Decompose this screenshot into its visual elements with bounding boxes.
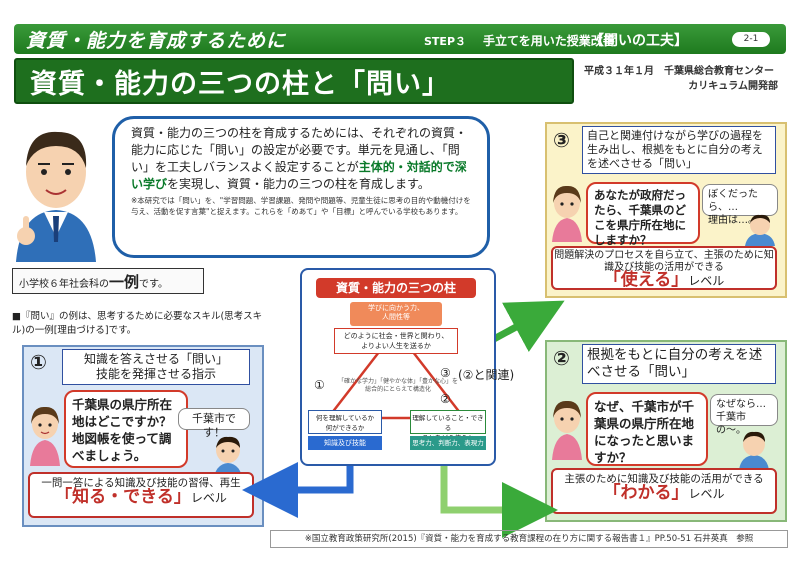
header-step: STEP３ (424, 35, 467, 48)
header-subtitle: 手立てを用いた授業改善 (483, 34, 615, 48)
citation: ※国立教育政策研究所(2015)『資質・能力を育成する教育課程の在り方に関する報… (270, 530, 788, 548)
level-1-number: ① (30, 350, 47, 374)
level-1-bubble: 千葉県の県庁所在地はどこですか？地図帳を使って調べましょう。 (64, 390, 188, 468)
girl-student-3-icon (552, 185, 582, 242)
teacher-icon (16, 131, 96, 262)
arrow-to-level-1 (242, 462, 354, 518)
level-2-level: 主張のために知識及び技能の活用ができる 「わかる」レベル (551, 468, 777, 514)
pillar-title: 資質・能力の三つの柱 (316, 278, 476, 298)
pillar-num-1: ① (314, 378, 325, 392)
level-2-answer: なぜなら… 千葉市の〜。 (710, 394, 778, 436)
level-3-level: 問題解決のプロセスを自ら立て、主張のために知識及び技能の活用ができる 「使える」… (551, 246, 777, 290)
example-bold: 一例 (109, 273, 140, 291)
pillar-right-text: 理解していること・できる ことをどう使うか (410, 410, 486, 442)
example-prefix: 小学校６年社会科の (19, 279, 109, 290)
intro-text-b: を実現し、資質・能力の三つの柱を育成します。 (167, 177, 430, 191)
level-2-level-suffix: レベル (688, 487, 725, 501)
level-1-level-name: 「知る・できる」 (55, 487, 191, 507)
pillar-top-label: 学びに向かう力、 人間性等 (350, 302, 442, 326)
meta-dept: カリキュラム開発部 (688, 81, 778, 92)
header-title: 資質・能力を育成するために (26, 30, 287, 52)
intro-highlight: 主体的・対話的で深い学び (131, 160, 467, 191)
page-title: 資質・能力の三つの柱と「問い」 (30, 69, 450, 100)
intro-callout: 資質・能力の三つの柱を育成するためには、それぞれの資質・能力に応じた「問い」の設… (112, 116, 490, 258)
intro-text-a: 資質・能力の三つの柱を育成するためには、それぞれの資質・能力に応じた「問い」の設… (131, 126, 468, 174)
intro-note: ※本研究では「問い」を、"学習問題、学習課題、発問や問題等、児童生徒に思考の目的… (131, 196, 471, 216)
level-3-answer: ぼくだったら、… 理由は…。 (702, 184, 778, 226)
level-2-bubble: なぜ、千葉市が千葉県の県庁所在地になったと思いますか？ (586, 392, 708, 466)
title-bar (14, 58, 574, 104)
meta-info: 平成３１年１月 千葉県総合教育センター カリキュラム開発部 (578, 64, 784, 94)
page-number: 2-1 (732, 32, 770, 47)
level-3-bubble: あなたが政府だったら、千葉県のどこを県庁所在地にしますか？ (586, 182, 700, 247)
arrow-to-level-2 (440, 450, 558, 538)
level-1-question: 知識を答えさせる「問い」 技能を発揮させる指示 (62, 349, 250, 385)
pillar-left-text: 何を理解しているか 何ができるか (308, 410, 382, 434)
pillar-triangle (325, 327, 467, 420)
level-3-question: 自己と関連付けながら学びの過程を生み出し、根拠をもとに自分の考えを述べさせる「問… (582, 126, 776, 174)
level-1-level: 一問一答による知識及び技能の習得、再生 「知る・できる」レベル (28, 472, 254, 518)
level-2-number: ② (553, 346, 570, 370)
level-2-level-desc: 主張のために知識及び技能の活用ができる (564, 473, 764, 485)
intro-text: 資質・能力の三つの柱を育成するためには、それぞれの資質・能力に応じた「問い」の設… (131, 125, 475, 193)
meta-date-org: 平成３１年１月 千葉県総合教育センター (584, 66, 774, 77)
boy-student-2-icon (739, 431, 769, 470)
pillar-left-label: 知識及び技能 (308, 436, 382, 450)
header-tag: 【問いの工夫】 (590, 33, 688, 49)
explanation-text: ■『問い』の例は、思考するために必要なスキル(思考スキル)の一例[理由づける]で… (12, 311, 263, 336)
pillar-num-3: ③ (440, 366, 451, 380)
girl-student-icon (30, 406, 60, 466)
level-1-answer: 千葉市です！ (178, 408, 250, 439)
girl-student-2-icon (552, 400, 582, 460)
pillar-num-2: ② (440, 392, 451, 406)
level-3-number: ③ (553, 128, 570, 152)
pillar-relation: (②と関連) (458, 368, 515, 382)
level-2-level-name: 「わかる」 (603, 483, 689, 503)
level-1-level-suffix: レベル (190, 491, 227, 505)
level-1-level-desc: 一問一答による知識及び技能の習得、再生 (41, 477, 241, 489)
level-3-level-suffix: レベル (688, 274, 725, 288)
pillar-right-label: 思考力、判断力、表現力等 (410, 436, 486, 461)
pillar-top-text: どのように社会・世界と関わり、 よりよい人生を送るか (334, 328, 458, 354)
pillar-center-text: 「確かな学力」「健やかな体」「豊かな心」を 総合的にとらえて構造化 (337, 378, 458, 393)
level-3-level-desc: 問題解決のプロセスを自ら立て、主張のために知識及び技能の活用ができる (554, 250, 774, 273)
header-bar (14, 24, 786, 54)
level-2-question: 根拠をもとに自分の考えを述べさせる「問い」 (582, 344, 776, 384)
level-3-level-name: 「使える」 (603, 270, 689, 290)
example-suffix: です。 (139, 279, 169, 290)
boy-student-3-icon (745, 214, 775, 246)
example-label: 小学校６年社会科の一例です。 (12, 268, 204, 294)
